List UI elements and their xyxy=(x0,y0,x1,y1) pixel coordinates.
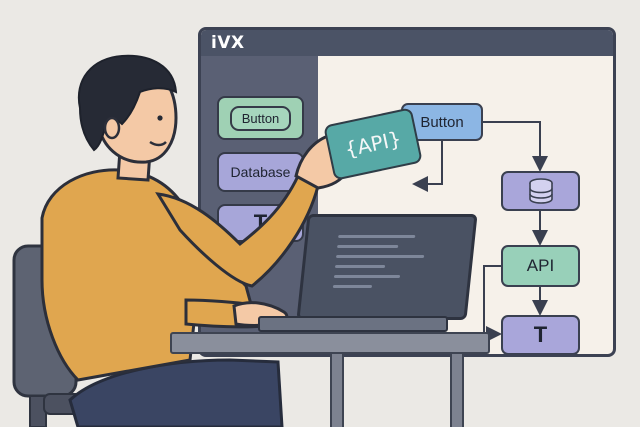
hair xyxy=(77,54,178,152)
desk xyxy=(170,332,490,354)
flow-node-api[interactable]: API xyxy=(501,245,580,287)
flow-connectors xyxy=(412,121,548,342)
code-lines xyxy=(332,235,448,295)
flow-node-text[interactable]: T xyxy=(501,315,580,354)
title-bar: iVX xyxy=(201,30,613,56)
eye xyxy=(157,115,163,121)
laptop-keyboard xyxy=(258,316,448,332)
mouth xyxy=(149,140,167,147)
flow-node-database[interactable] xyxy=(501,171,580,211)
sidebar-item-button[interactable]: Button xyxy=(217,96,304,140)
desk-leg xyxy=(330,352,344,427)
flow-node-label: API xyxy=(526,256,555,275)
flow-canvas[interactable]: Button API T xyxy=(318,56,613,354)
flow-node-label: T xyxy=(533,322,548,347)
laptop-screen xyxy=(296,214,478,320)
builder-window: iVX Button Database T xyxy=(198,27,616,357)
window-title: iVX xyxy=(211,33,245,53)
sidebar-item-database[interactable]: Database xyxy=(217,152,304,192)
sidebar-item-label: Database xyxy=(230,164,291,180)
sidebar-item-label: Button xyxy=(229,105,292,131)
flow-node-label: Button xyxy=(420,113,464,131)
ear xyxy=(103,116,121,140)
desk-leg xyxy=(450,352,464,427)
database-icon xyxy=(528,178,553,204)
api-card-label: {API} xyxy=(342,126,404,162)
